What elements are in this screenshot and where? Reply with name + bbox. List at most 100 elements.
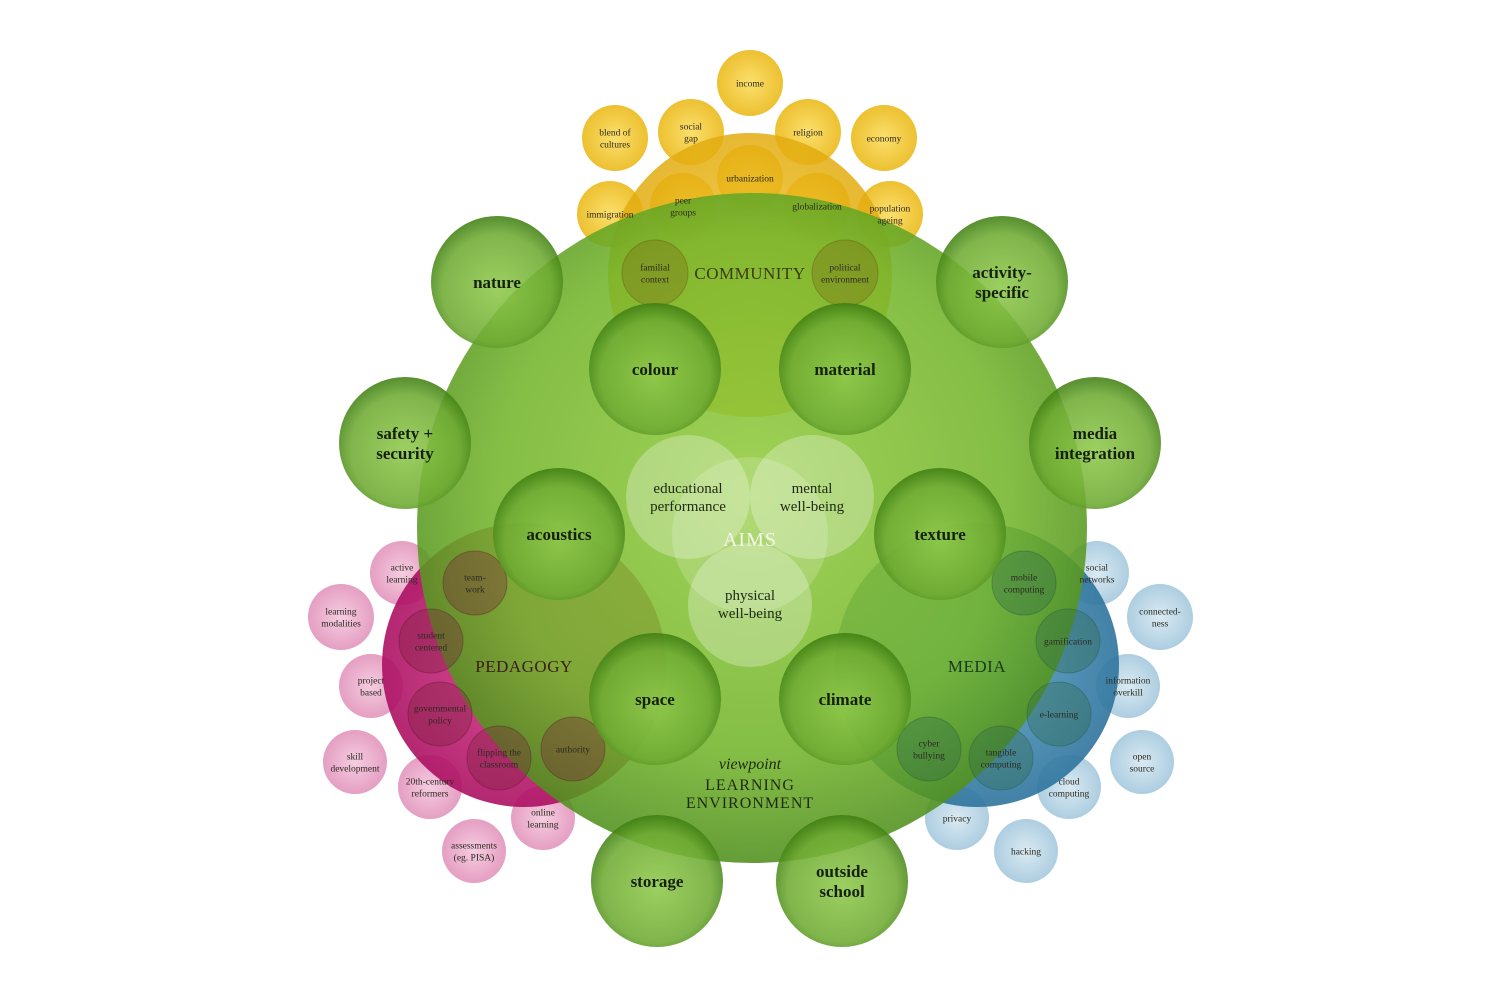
media-privacy-label-line1: privacy [943,814,972,824]
aims-group [626,435,874,667]
factor-texture-bubble [874,468,1006,600]
aims-physical-line2: well-being [718,606,783,622]
media-mobile-computing-label-line1: mobile [1011,573,1037,583]
pedagogy-20th-century-reformers-label-line1: 20th-century [406,777,455,787]
media-cyber-bullying-label-line1: cyber [918,739,940,749]
pedagogy-flipping-the-classroom-bubble [466,725,532,791]
learning-environment-circle [417,193,1087,863]
media-cyber-bullying-label-line2: bullying [913,751,945,761]
factor-storage-label-line1: storage [631,872,684,891]
pedagogy-governmental-policy-bubble [407,681,473,747]
factor-media-integration-bubble [1029,377,1161,509]
aims-label: AIMS [723,529,777,551]
media-tangible-computing-label-line1: tangible [986,748,1017,758]
media-mobile-computing-bubble [991,550,1057,616]
community-globalization-label-line1: globalization [792,202,842,212]
pedagogy-team-work-label-line2: work [465,585,485,595]
community-income-label-line1: income [736,79,764,89]
pedagogy-authority-bubble [540,716,606,782]
factor-outside-school-label-line1: outside [816,862,868,881]
pedagogy-label: PEDAGOGY [475,657,573,676]
factor-acoustics-label-line1: acoustics [526,525,592,544]
media-open-source-bubble [1110,730,1174,794]
factor-acoustics-bubble [493,468,625,600]
pedagogy-skill-development-label-line2: development [330,764,379,774]
factor-activity-specific-label-line2: specific [975,283,1029,302]
community-label: COMMUNITY [694,264,805,283]
media-information-overkill-label-line2: overkill [1113,688,1143,698]
aims-educational-line1: educational [653,481,722,497]
community-urbanization-label-line1: urbanization [726,174,774,184]
pedagogy-learning-modalities-bubble [308,584,374,650]
community-social-gap-label-line2: gap [684,134,698,144]
community-income-bubble [717,50,783,116]
media-e-learning-bubble [1026,681,1092,747]
pedagogy-flipping-the-classroom-label-line1: flipping the [477,747,521,758]
media-gamification-label-line1: gamification [1044,636,1092,647]
factor-activity-specific-bubble [936,216,1068,348]
factor-safety-security-label-line1: safety + [377,424,433,443]
media-connectedness-label-line1: connected- [1139,607,1181,617]
media-mobile-computing-label-line2: computing [1004,585,1045,595]
community-blend-of-cultures-label-line2: cultures [600,140,630,150]
media-hacking-label-line1: hacking [1011,847,1041,857]
factor-colour-label-line1: colour [632,360,679,379]
community-blend-of-cultures-bubble [582,105,648,171]
community-familial-context-label-line1: familial [640,262,670,273]
community-immigration-label-line1: immigration [587,210,634,220]
pedagogy-active-learning-label-line2: learning [386,575,417,585]
media-label: MEDIA [948,657,1006,676]
community-familial-context-label-line2: context [641,275,669,285]
media-open-source-label-line2: source [1130,764,1155,774]
pedagogy-governmental-policy-label-line2: policy [428,716,452,726]
pedagogy-student-centered-label-line1: student [417,631,445,641]
pedagogy-team-work-label-line1: team- [464,573,486,583]
community-religion-label-line1: religion [793,128,823,138]
media-cloud-computing-label-line2: computing [1049,789,1090,799]
media-social-networks-label-line2: networks [1080,575,1115,585]
factor-activity-specific-label-line1: activity- [972,263,1032,282]
pedagogy-learning-modalities-label-line1: learning [325,607,356,617]
media-hacking-bubble [994,819,1058,883]
aims-physical-line1: physical [725,588,775,604]
factor-texture-label-line1: texture [914,525,966,544]
pedagogy-active-learning-label-line1: active [391,563,414,573]
pedagogy-skill-development-label-line1: skill [347,752,364,762]
learning-environment-label-line2: ENVIRONMENT [686,795,814,812]
factor-space-bubble [589,633,721,765]
aims-circle-physical [688,543,812,667]
aims-circle-educational [626,435,750,559]
factor-outside-school-label-line2: school [819,882,865,901]
pedagogy-learning-modalities-label-line2: modalities [321,619,361,629]
factor-media-integration-label-line2: integration [1055,444,1136,463]
pedagogy-flipping-the-classroom-label-line2: classroom [480,760,519,770]
pedagogy-online-learning-label-line2: learning [527,820,558,830]
community-population-ageing-label-line2: ageing [877,216,903,226]
community-political-environment-label-line1: political [829,263,860,273]
aims-circle-mental [750,435,874,559]
media-gamification-bubble [1035,608,1101,674]
media-cyber-bullying-bubble [896,716,962,782]
factor-safety-security-bubble [339,377,471,509]
media-connectedness-bubble [1127,584,1193,650]
community-peer-groups-label-line1: peer [675,196,692,206]
community-blend-of-cultures-label-line1: blend of [599,127,631,138]
community-peer-groups-label-line2: groups [670,208,696,218]
pedagogy-20th-century-reformers-label-line2: reformers [412,788,449,799]
pedagogy-assessments-label-line1: assessments [451,841,497,851]
community-political-environment-label-line2: environment [821,275,869,285]
aims-mental-line2: well-being [780,499,845,515]
factor-nature-label-line1: nature [473,273,521,292]
pedagogy-authority-label-line1: authority [556,745,591,755]
factor-media-integration-label-line1: media [1073,424,1118,443]
pedagogy-project-based-label-line2: based [360,688,382,698]
pedagogy-governmental-policy-label-line1: governmental [414,704,467,714]
community-economy-label-line1: economy [867,134,902,144]
pedagogy-skill-development-bubble [323,730,387,794]
community-social-gap-label-line1: social [680,122,703,132]
viewpoint-label: viewpoint [719,756,782,773]
factor-material-label-line1: material [814,360,876,379]
media-e-learning-label-line1: e-learning [1040,710,1079,720]
media-open-source-label-line1: open [1133,752,1152,762]
